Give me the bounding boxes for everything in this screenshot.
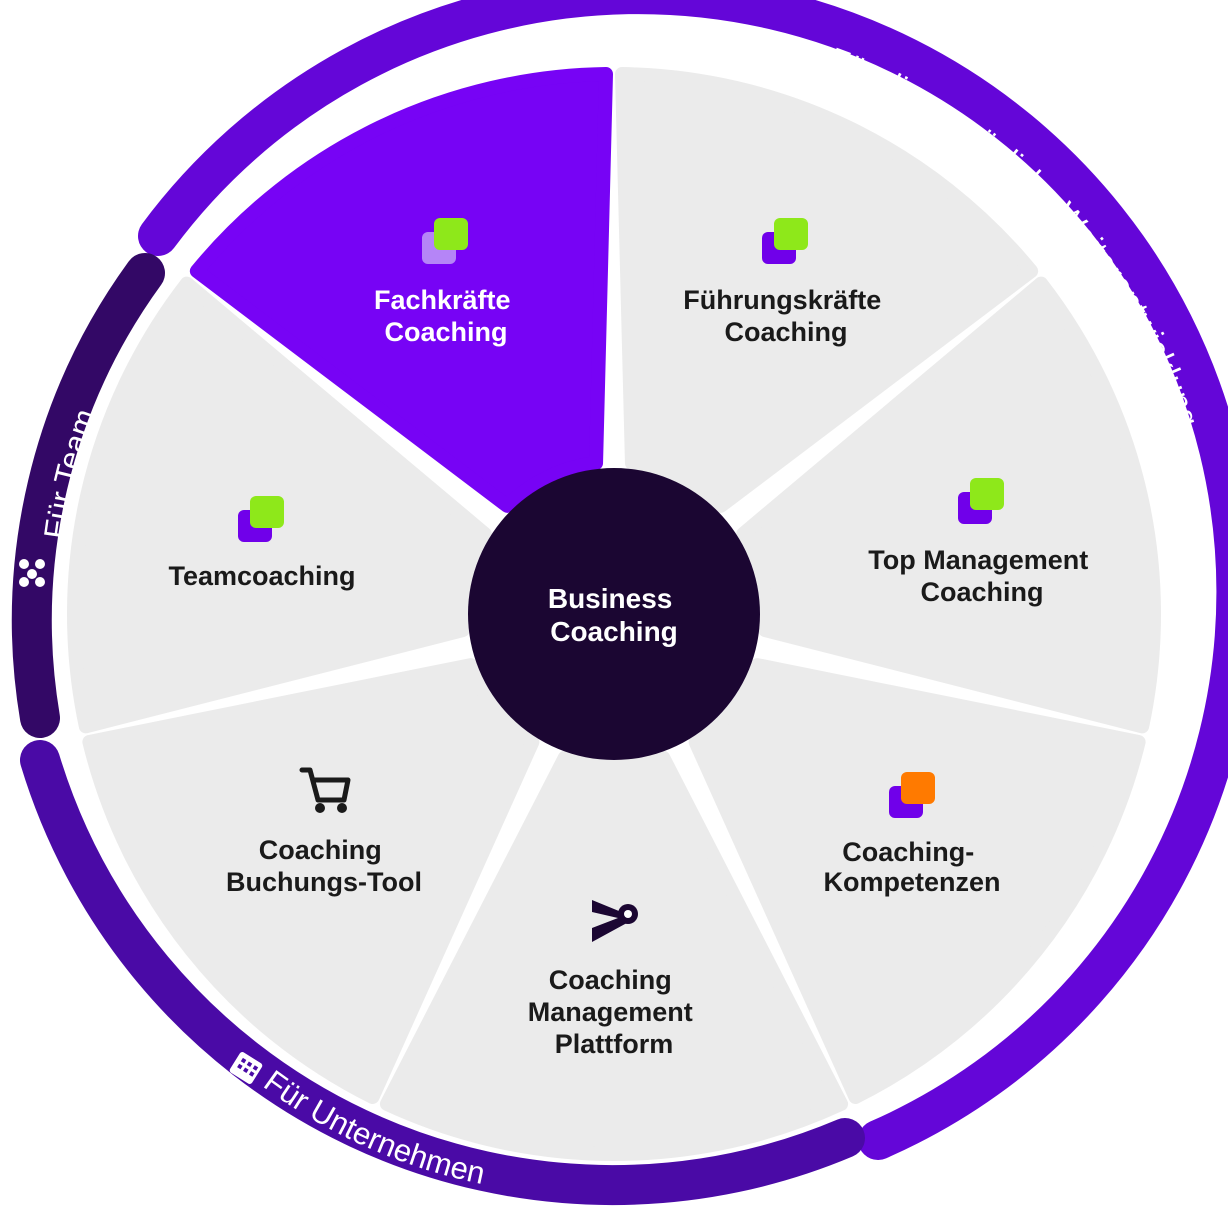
stacked-squares-icon xyxy=(958,478,1004,524)
segment-labels: Fachkräfte Coaching Führungskräfte Coach… xyxy=(168,285,1096,1059)
segment-plattform[interactable] xyxy=(379,750,849,1161)
segment-label-fuehrungskraefte: Führungskräfte Coaching xyxy=(683,285,889,347)
segment-fachkraefte[interactable] xyxy=(189,67,613,513)
center-label: Business Coaching xyxy=(548,583,680,647)
team-icon xyxy=(19,559,45,587)
center-hub xyxy=(468,468,760,760)
segment-label-buchungs-tool: Coaching Buchungs-Tool xyxy=(226,835,422,897)
cart-icon xyxy=(299,767,351,813)
person-icon xyxy=(824,59,848,84)
stacked-squares-icon xyxy=(762,218,808,264)
arc-personal xyxy=(138,0,1228,1160)
stacked-squares-icon xyxy=(422,218,468,264)
arc-companies xyxy=(20,740,865,1206)
segment-fuehrungskraefte[interactable] xyxy=(615,67,1039,513)
arc-teams xyxy=(11,253,165,738)
segment-label-kompetenzen: Coaching- Kompetenzen xyxy=(823,837,1000,897)
stacked-squares-orange-icon xyxy=(889,772,935,818)
segment-top-management[interactable] xyxy=(736,276,1161,734)
segments xyxy=(67,67,1161,1161)
segment-label-top-management: Top Management Coaching xyxy=(868,545,1096,607)
segment-kompetenzen[interactable] xyxy=(688,658,1146,1104)
stacked-squares-icon xyxy=(238,496,284,542)
segment-buchungs-tool[interactable] xyxy=(82,658,540,1104)
building-icon xyxy=(229,1052,263,1084)
segment-label-plattform: Coaching Management Plattform xyxy=(528,965,701,1059)
segment-label-teamcoaching: Teamcoaching xyxy=(168,561,355,591)
segment-label-fachkraefte: Fachkräfte Coaching xyxy=(374,285,518,347)
outer-arcs xyxy=(11,0,1228,1206)
logo-icon xyxy=(592,900,638,942)
